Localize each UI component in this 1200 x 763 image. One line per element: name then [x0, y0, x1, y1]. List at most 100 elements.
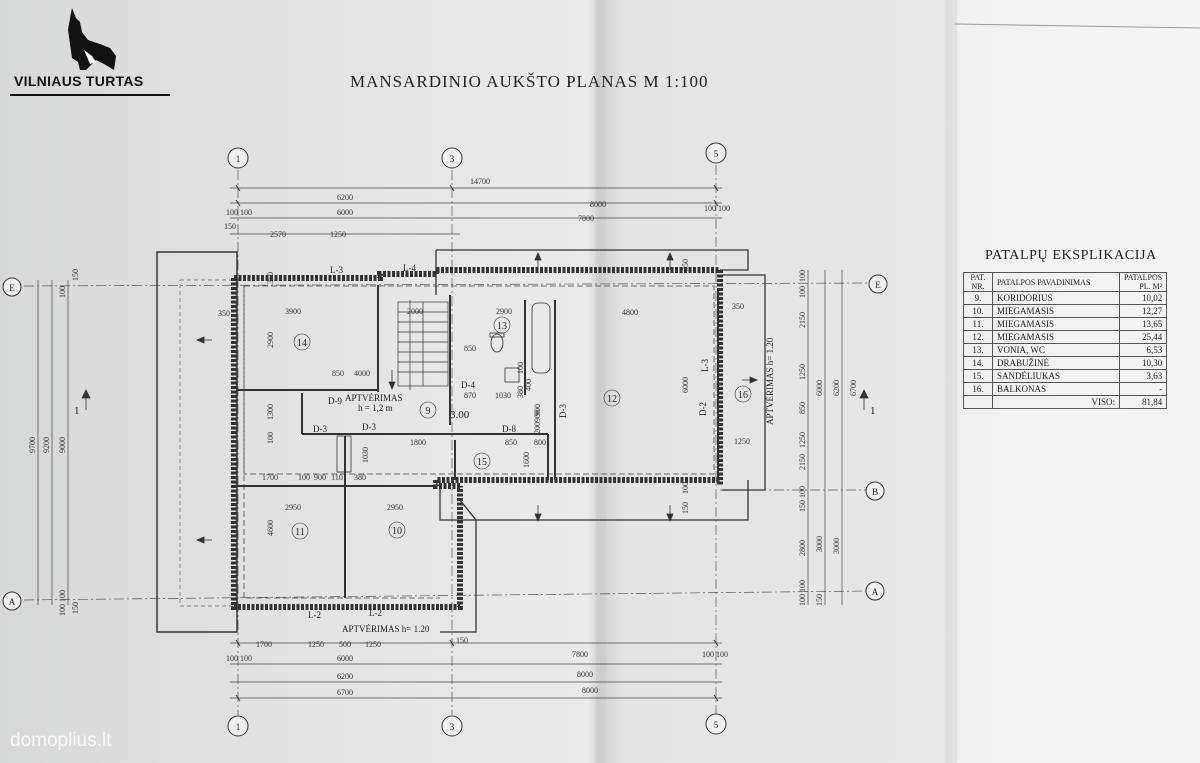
dimension-label: 1250	[330, 230, 346, 239]
bathroom-fixtures	[336, 302, 551, 473]
dimension-label: 850	[464, 344, 476, 353]
dimension-label: 6200	[337, 672, 353, 681]
dimension-label: 380	[354, 473, 366, 482]
dimension-label: 7800	[572, 650, 588, 659]
cell-nr: 14.	[963, 356, 993, 370]
door-label: D-8	[502, 424, 516, 434]
cell-area: 6,53	[1118, 343, 1168, 357]
dimension-label: 850	[798, 402, 807, 414]
railing-label: APTVĖRIMAS h= 1.20	[342, 624, 430, 634]
dimension-label: 6200	[337, 193, 353, 202]
door-label: D-4	[461, 380, 475, 390]
axis-label: E	[9, 283, 15, 293]
cell-name: VONIA, WC	[992, 343, 1120, 357]
railing-height: h = 1,2 m	[358, 403, 393, 413]
axis-label: E	[875, 280, 881, 290]
dimension-label: 4800	[622, 308, 638, 317]
dimension-label: 400	[524, 379, 533, 391]
dimension-label: 1030	[361, 447, 370, 463]
dimension-label: 100	[58, 286, 67, 298]
cell-nr: 10.	[963, 304, 993, 318]
axis-marker	[441, 147, 463, 169]
cell-area: 10,02	[1118, 291, 1168, 305]
plan-title: MANSARDINIO AUKŠTO PLANAS M 1:100	[350, 72, 709, 91]
door-label: D-2	[698, 402, 708, 416]
dimension-label: 870	[464, 391, 476, 400]
paper-fold	[945, 0, 957, 763]
dimension-label: 4000	[354, 369, 370, 378]
dimension-label: 2900	[496, 307, 512, 316]
dimension-label: 1300	[266, 404, 275, 420]
site-watermark: domoplius.lt	[10, 730, 112, 751]
cell-name: KORIDORIUS	[992, 291, 1120, 305]
cell-area: 25,44	[1118, 330, 1168, 344]
room-number: 16	[738, 390, 748, 401]
cell-empty	[963, 395, 993, 409]
railing-label: APTVĖRIMAS h= 1.20	[765, 337, 775, 425]
window-label: L-3	[330, 265, 343, 275]
dimension-label: 7800	[578, 214, 594, 223]
window-label: L-4	[403, 263, 416, 273]
dimension-label: 100	[298, 473, 310, 482]
dimension-label: 150	[681, 502, 690, 514]
door-label: D-3	[558, 404, 568, 418]
dimension-label: 4600	[266, 520, 275, 536]
axis-label: 5	[714, 720, 719, 730]
dimension-label: 6700	[337, 688, 353, 697]
cell-name: MIEGAMASIS	[992, 317, 1120, 331]
dimension-label: 110	[331, 473, 343, 482]
dimension-label: 380	[516, 386, 525, 398]
room-number: 15	[477, 457, 487, 468]
room-number: 9	[426, 406, 431, 417]
dimension-label: 100	[240, 654, 252, 663]
cell-name: MIEGAMASIS	[992, 330, 1120, 344]
dimension-label: 100	[681, 482, 690, 494]
dimension-label: 100	[226, 654, 238, 663]
axis-marker	[441, 715, 463, 737]
dimension-label: 6000	[815, 380, 824, 396]
dimension-label: 9200	[42, 437, 51, 453]
axis-label: B	[872, 487, 878, 497]
cell-name: MIEGAMASIS	[992, 304, 1120, 318]
axis-label: 5	[714, 149, 719, 159]
dimension-label: 14700	[470, 177, 490, 186]
dimension-label: 900	[533, 410, 542, 422]
dimension-label: 100	[702, 650, 714, 659]
dimension-label: 6000	[337, 654, 353, 663]
cell-area: 13,65	[1118, 317, 1168, 331]
dimension-label: 2950	[387, 503, 403, 512]
explication-title: PATALPŲ EKSPLIKACIJA	[985, 248, 1157, 263]
dimension-label: 1250	[798, 364, 807, 380]
dimension-label: 2800	[798, 540, 807, 556]
window-label: L-2	[369, 608, 382, 618]
dimension-label: 100	[266, 432, 275, 444]
axis-label: 1	[236, 722, 241, 732]
dimension-label: 6700	[849, 380, 858, 396]
dimension-label: 100	[58, 590, 67, 602]
paper-fold	[596, 0, 606, 763]
axis-marker	[227, 147, 249, 169]
logo-underline	[10, 94, 170, 96]
dimension-label: 100	[226, 208, 238, 217]
company-logo-text: VILNIAUS TURTAS	[14, 73, 144, 89]
table-header-row: PAT. NR. PATALPOS PAVADINIMAS PATALPOS P…	[963, 272, 1168, 292]
dimension-label: 1250	[798, 432, 807, 448]
dimension-label: 2570	[270, 230, 286, 239]
dimension-label: 900	[314, 473, 326, 482]
dimension-label: 350	[681, 259, 690, 271]
dimension-label: 1250	[308, 640, 324, 649]
axis-label: 3	[450, 722, 455, 732]
dimension-label: 150	[71, 269, 80, 281]
axis-label: 1	[236, 154, 241, 164]
dimension-label: 200	[533, 422, 542, 434]
dimension-label: 150	[815, 594, 824, 606]
dimension-label: 850	[505, 438, 517, 447]
cell-name: SANDĖLIUKAS	[992, 369, 1120, 383]
dimension-label: 3000	[832, 538, 841, 554]
axis-marker	[865, 581, 885, 601]
